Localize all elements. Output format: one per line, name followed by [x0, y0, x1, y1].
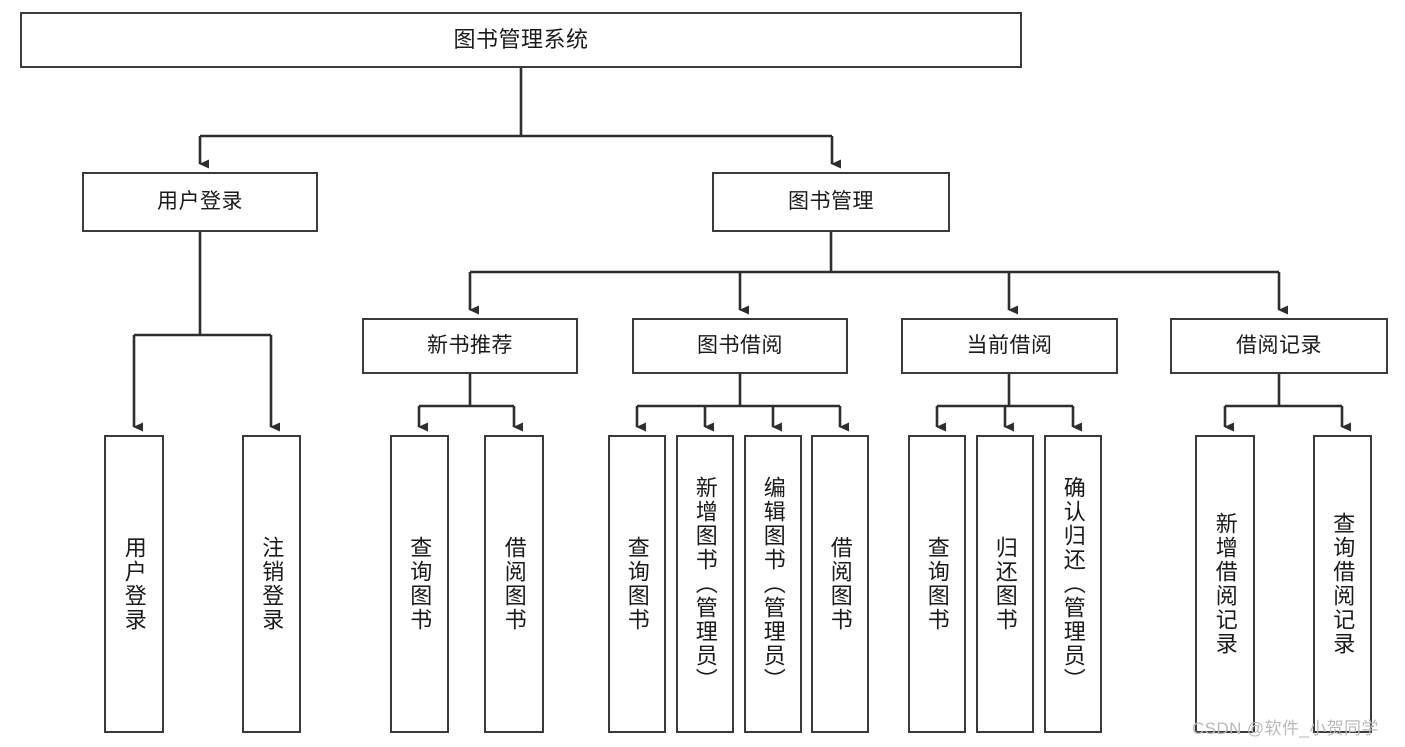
node-book-borrow[interactable]: 图书借阅 — [632, 318, 848, 374]
node-book-manage-label: 图书管理 — [788, 189, 874, 213]
node-leaf-borrow-book-2-label: 借阅图书 — [827, 536, 853, 632]
node-leaf-borrow-book-1[interactable]: 借阅图书 — [484, 435, 544, 733]
node-user-login[interactable]: 用户登录 — [82, 172, 318, 232]
node-leaf-logout-label: 注销登录 — [259, 536, 285, 632]
node-book-borrow-label: 图书借阅 — [697, 333, 783, 357]
node-leaf-query-record-label: 查询借阅记录 — [1330, 512, 1356, 656]
node-leaf-logout[interactable]: 注销登录 — [242, 435, 301, 733]
node-leaf-query-record[interactable]: 查询借阅记录 — [1313, 435, 1372, 733]
node-leaf-query-book-2-label: 查询图书 — [624, 536, 650, 632]
csdn-watermark: CSDN @软件_小贺同学 — [1192, 719, 1379, 738]
node-new-book-recommend-label: 新书推荐 — [427, 333, 513, 357]
node-current-borrow-label: 当前借阅 — [966, 333, 1053, 357]
node-leaf-user-login[interactable]: 用户登录 — [104, 435, 164, 733]
node-leaf-user-login-label: 用户登录 — [121, 536, 147, 632]
node-leaf-query-book-2[interactable]: 查询图书 — [608, 435, 666, 733]
node-user-login-label: 用户登录 — [157, 189, 243, 213]
node-root-label: 图书管理系统 — [453, 27, 589, 53]
node-leaf-borrow-book-2[interactable]: 借阅图书 — [811, 435, 869, 733]
node-leaf-edit-book-label: 编辑图书（管理员） — [760, 476, 786, 692]
node-current-borrow[interactable]: 当前借阅 — [901, 318, 1118, 374]
node-leaf-confirm-return[interactable]: 确认归还（管理员） — [1044, 435, 1102, 733]
node-leaf-add-book-label: 新增图书（管理员） — [692, 476, 718, 692]
node-leaf-add-book[interactable]: 新增图书（管理员） — [676, 435, 734, 733]
node-leaf-edit-book[interactable]: 编辑图书（管理员） — [744, 435, 802, 733]
node-book-manage[interactable]: 图书管理 — [712, 172, 950, 232]
node-new-book-recommend[interactable]: 新书推荐 — [362, 318, 578, 374]
node-leaf-query-book-1[interactable]: 查询图书 — [390, 435, 449, 733]
node-leaf-add-record[interactable]: 新增借阅记录 — [1195, 435, 1255, 733]
node-leaf-query-book-3[interactable]: 查询图书 — [908, 435, 966, 733]
node-leaf-confirm-return-label: 确认归还（管理员） — [1060, 476, 1086, 692]
node-leaf-query-book-3-label: 查询图书 — [924, 536, 950, 632]
node-leaf-return-book-label: 归还图书 — [992, 536, 1018, 632]
node-leaf-add-record-label: 新增借阅记录 — [1212, 512, 1238, 656]
node-borrow-record-label: 借阅记录 — [1236, 333, 1322, 357]
node-leaf-return-book[interactable]: 归还图书 — [976, 435, 1034, 733]
node-root[interactable]: 图书管理系统 — [20, 12, 1022, 68]
node-borrow-record[interactable]: 借阅记录 — [1170, 318, 1388, 374]
node-leaf-borrow-book-1-label: 借阅图书 — [501, 536, 527, 632]
node-leaf-query-book-1-label: 查询图书 — [407, 536, 433, 632]
